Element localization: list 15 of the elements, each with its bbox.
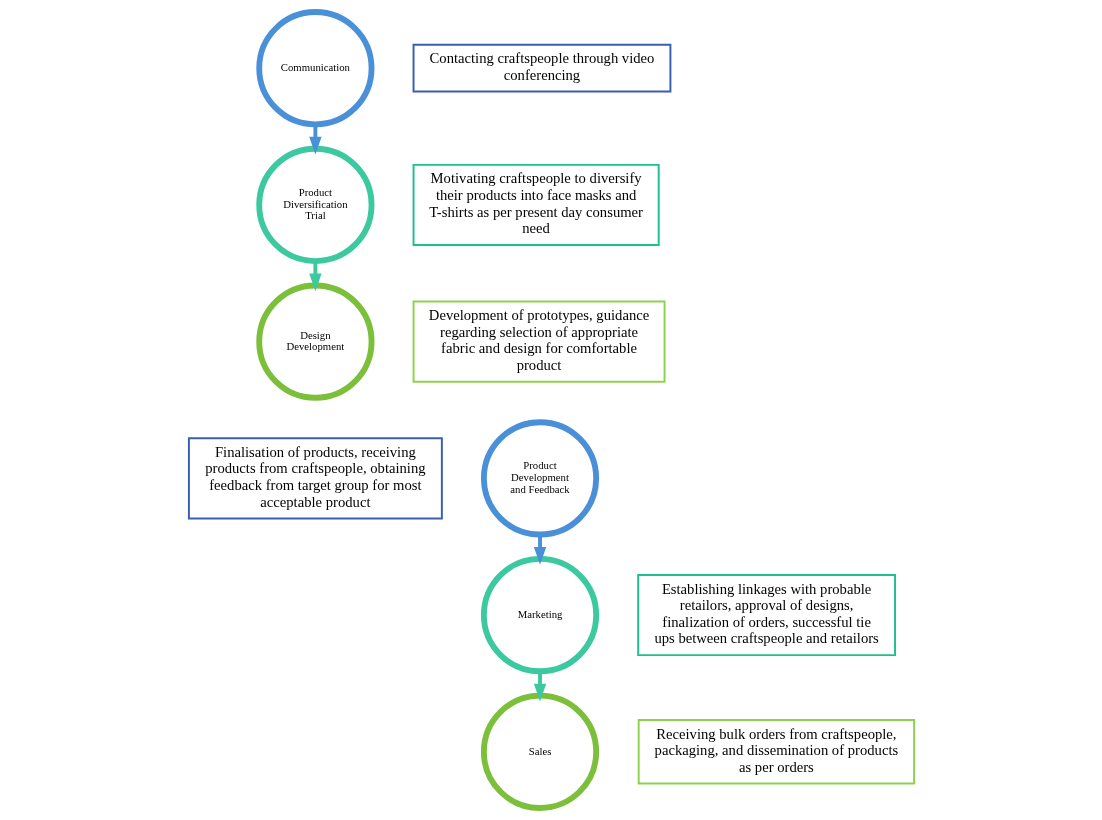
node-box: Motivating craftspeople to diversify their products into face masks and T-shirts as per present day consumer need [412,163,660,246]
node-circle: Communication [255,9,374,128]
node-box: Finalisation of products, receiving products from craftspeople, obtaining feedback from target group for most acceptable product [187,437,443,520]
node-circle: Product Development and Feedback [480,419,599,538]
node-circle: Product Diversification Trial [255,145,374,264]
node-circle: Design Development [255,282,374,401]
arrow [533,671,546,702]
node-box: Development of prototypes, guidance regarding selection of appropriate fabric and design for comfortable product [412,300,666,383]
node-box: Receiving bulk orders from craftspeople, packaging, and dissemination of products as per orders [637,719,915,785]
arrow [308,261,322,292]
node-box: Establishing linkages with probable retailors, approval of designs, finalization of orders, successful tie ups between craftspeople and retailors [636,574,896,657]
arrow [308,124,322,155]
node-box: Contacting craftspeople through video conferencing [412,43,671,93]
node-circle: Sales [480,692,599,811]
node-circle: Marketing [480,556,599,675]
